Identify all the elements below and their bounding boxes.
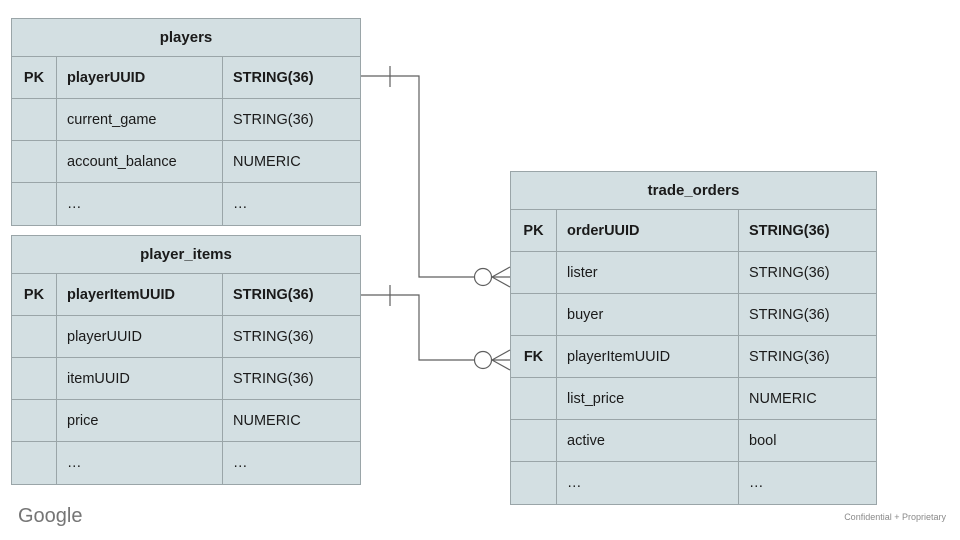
column-name: playerUUID [57, 316, 223, 357]
crowfoot-prong-lower [491, 276, 511, 288]
cardinality-zero-circle [473, 350, 493, 370]
connector-line [361, 294, 474, 361]
crowfoot-prong-lower [491, 359, 511, 371]
column-name: lister [557, 252, 739, 293]
crowfoot-prong-upper [491, 349, 511, 361]
column-key: FK [511, 336, 557, 377]
column-type: STRING(36) [233, 328, 314, 345]
connector-line [361, 75, 474, 278]
column-key: PK [12, 57, 57, 98]
table-row[interactable]: … … [12, 183, 360, 225]
table-row[interactable]: playerUUID STRING(36) [12, 316, 360, 358]
column-key [511, 378, 557, 419]
column-type: bool [749, 432, 777, 449]
table-row[interactable]: price NUMERIC [12, 400, 360, 442]
table-row[interactable]: PK playerUUID STRING(36) [12, 57, 360, 99]
column-type: NUMERIC [233, 153, 301, 170]
column-type: STRING(36) [749, 264, 830, 281]
confidentiality-note: Confidential + Proprietary [844, 512, 946, 522]
erd-table-player-items[interactable]: player_items PK playerItemUUID STRING(36… [11, 235, 361, 485]
column-type: STRING(36) [233, 286, 314, 303]
column-type: STRING(36) [233, 370, 314, 387]
column-key [12, 99, 57, 140]
table-row[interactable]: current_game STRING(36) [12, 99, 360, 141]
column-key [511, 294, 557, 335]
column-name: account_balance [57, 141, 223, 182]
column-type: STRING(36) [233, 111, 314, 128]
column-key [12, 400, 57, 441]
column-name: playerItemUUID [557, 336, 739, 377]
table-row[interactable]: PK orderUUID STRING(36) [511, 210, 876, 252]
column-name: list_price [557, 378, 739, 419]
table-row[interactable]: itemUUID STRING(36) [12, 358, 360, 400]
cardinality-zero-circle [473, 267, 493, 287]
column-name: playerUUID [57, 57, 223, 98]
table-row[interactable]: … … [12, 442, 360, 484]
erd-table-players[interactable]: players PK playerUUID STRING(36) current… [11, 18, 361, 226]
column-key [12, 316, 57, 357]
column-key [511, 252, 557, 293]
erd-table-title: trade_orders [511, 172, 876, 210]
table-row[interactable]: buyer STRING(36) [511, 294, 876, 336]
column-type: … [233, 196, 248, 212]
table-row[interactable]: FK playerItemUUID STRING(36) [511, 336, 876, 378]
column-type: … [749, 475, 764, 491]
column-key: PK [12, 274, 57, 315]
column-type: STRING(36) [749, 222, 830, 239]
column-name: … [557, 462, 739, 504]
table-row[interactable]: active bool [511, 420, 876, 462]
crowfoot-prong-upper [491, 266, 511, 278]
erd-table-title: player_items [12, 236, 360, 274]
google-logo: Google [18, 505, 83, 527]
table-row[interactable]: list_price NUMERIC [511, 378, 876, 420]
erd-table-trade-orders[interactable]: trade_orders PK orderUUID STRING(36) lis… [510, 171, 877, 505]
column-key [12, 183, 57, 225]
erd-table-title: players [12, 19, 360, 57]
column-type: … [233, 455, 248, 471]
column-name: buyer [557, 294, 739, 335]
column-key [511, 462, 557, 504]
column-key [12, 141, 57, 182]
column-type: STRING(36) [749, 348, 830, 365]
column-name: current_game [57, 99, 223, 140]
relationship-players-to-trade-orders [361, 66, 511, 288]
column-key [12, 442, 57, 484]
relationship-player-items-to-trade-orders [361, 285, 511, 371]
column-type: NUMERIC [233, 412, 301, 429]
column-key [511, 420, 557, 461]
column-key: PK [511, 210, 557, 251]
column-name: orderUUID [557, 210, 739, 251]
column-name: … [57, 183, 223, 225]
column-name: price [57, 400, 223, 441]
column-type: STRING(36) [749, 306, 830, 323]
column-type: STRING(36) [233, 69, 314, 86]
column-name: … [57, 442, 223, 484]
table-row[interactable]: … … [511, 462, 876, 504]
column-type: NUMERIC [749, 390, 817, 407]
table-row[interactable]: PK playerItemUUID STRING(36) [12, 274, 360, 316]
column-name: itemUUID [57, 358, 223, 399]
column-key [12, 358, 57, 399]
table-row[interactable]: account_balance NUMERIC [12, 141, 360, 183]
table-row[interactable]: lister STRING(36) [511, 252, 876, 294]
column-name: active [557, 420, 739, 461]
column-name: playerItemUUID [57, 274, 223, 315]
